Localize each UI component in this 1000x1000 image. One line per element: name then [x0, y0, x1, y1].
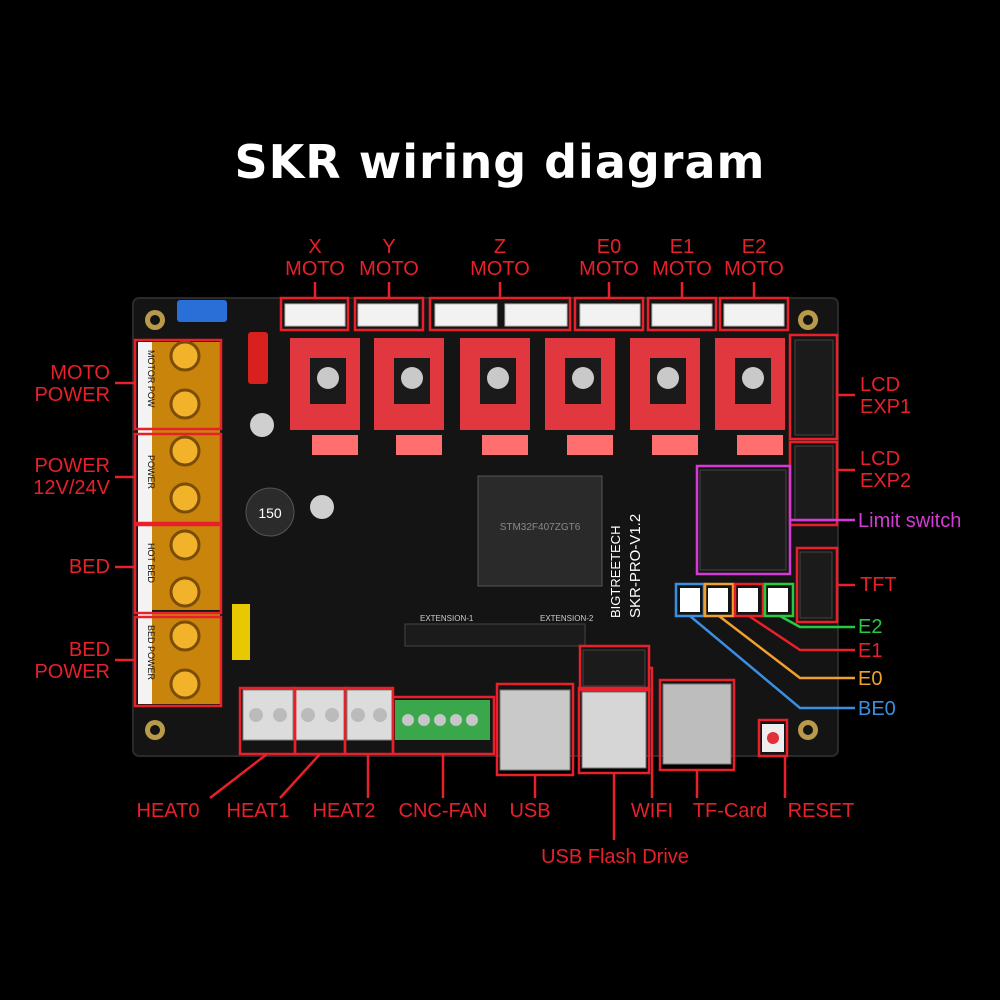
capacitor-1 [250, 413, 274, 437]
tf-card-slot [662, 683, 732, 765]
silk-bed-power: BED POWER [146, 625, 156, 681]
label-bed: BED [68, 556, 110, 578]
power-terminals [138, 340, 220, 704]
endstop-headers [680, 588, 788, 612]
label-e0: E0 [858, 668, 883, 690]
label-wifi: WIFI [630, 800, 674, 822]
yellow-fuse [232, 604, 250, 660]
heater-terminals [242, 689, 393, 741]
silk-motor-pow: MOTOR POW [146, 350, 156, 408]
mcu-label: STM32F407ZGT6 [500, 522, 581, 533]
stepper-drivers [290, 338, 785, 455]
label-heat2: HEAT2 [312, 800, 376, 822]
e2-box [763, 582, 795, 618]
ext1-silk: EXTENSION-1 [420, 614, 474, 623]
label-heat1: HEAT1 [226, 800, 290, 822]
label-usb: USB [509, 800, 551, 822]
wifi-header [582, 649, 646, 687]
label-e2: E2 [858, 616, 883, 638]
model-silk: SKR-PRO-V1.2 [627, 514, 644, 618]
label-heat0: HEAT0 [136, 800, 200, 822]
label-usb-flash-drive: USB Flash Drive [541, 846, 689, 868]
label-e1: E1 [858, 640, 883, 662]
right-headers [699, 339, 834, 619]
motor-connectors [284, 303, 785, 327]
usb-b-port [499, 689, 571, 771]
silk-power: POWER [146, 455, 156, 490]
label-cnc-fan: CNC-FAN [398, 800, 488, 822]
brand-silk: BIGTREETECH [608, 526, 623, 618]
label-tf-card: TF-Card [692, 800, 768, 822]
label-limit-switch: Limit switch [858, 510, 962, 532]
diagram-title: SKR wiring diagram [234, 135, 766, 189]
label-be0: BE0 [858, 698, 896, 720]
ext2-silk: EXTENSION-2 [540, 614, 594, 623]
extension-header [404, 623, 586, 647]
label-tft: TFT [860, 574, 897, 596]
silk-hot-bed: HOT BED [146, 543, 156, 583]
red-fuse [248, 332, 268, 384]
mcu-chip [477, 475, 603, 587]
inductor-label: 150 [258, 505, 282, 521]
leader-lines [115, 282, 855, 840]
usb-a-port [581, 691, 647, 769]
capacitor-2 [310, 495, 334, 519]
label-reset: RESET [787, 800, 855, 822]
inductor [245, 487, 295, 537]
blue-fuse [177, 300, 227, 322]
